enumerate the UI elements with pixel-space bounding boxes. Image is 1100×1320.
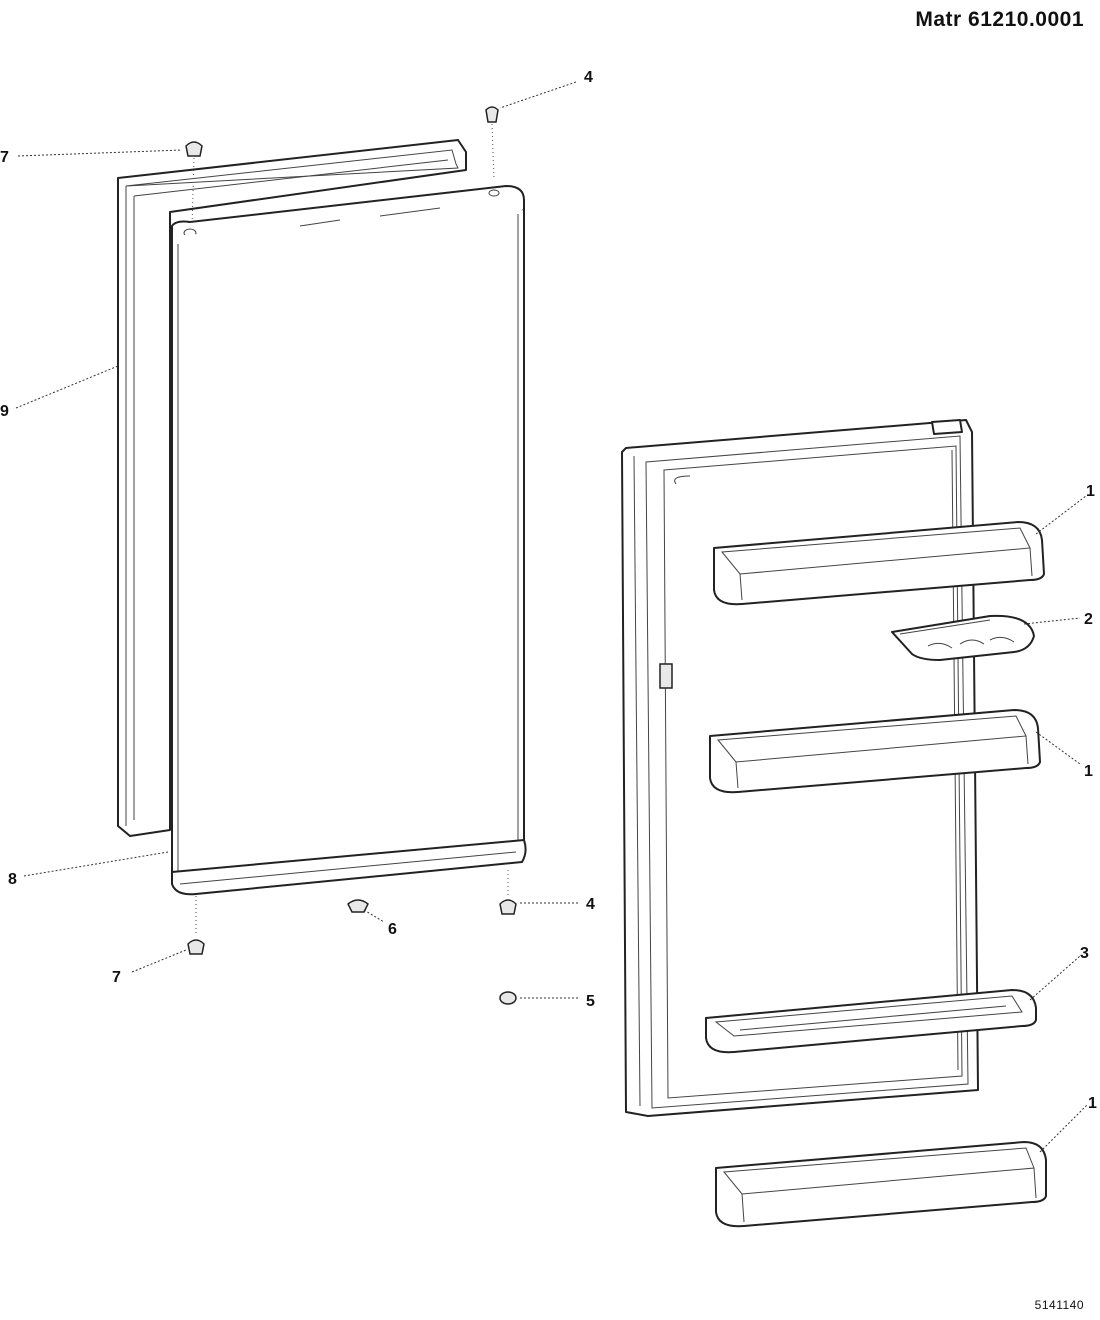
callout-door-gasket: 9 bbox=[0, 403, 9, 420]
hinge-bush bbox=[499, 991, 517, 1005]
hinge-pin-bottom-right bbox=[499, 870, 517, 915]
callout-hinge-pin-top-right: 4 bbox=[584, 69, 593, 86]
bottle-shelf bbox=[705, 989, 1037, 1054]
callout-outer-door-panel: 8 bbox=[8, 871, 17, 888]
callout-hinge-pin-bottom-right: 4 bbox=[586, 896, 595, 913]
door-shelf-middle bbox=[709, 709, 1041, 794]
door-shelf-upper bbox=[713, 521, 1045, 606]
callout-bottle-shelf: 3 bbox=[1080, 945, 1089, 962]
door-shelf-loose bbox=[715, 1141, 1047, 1228]
outer-door-panel bbox=[171, 185, 527, 896]
callout-door-shelf-loose: 1 bbox=[1088, 1095, 1097, 1112]
hinge-pin-top-left bbox=[185, 141, 203, 227]
egg-tray bbox=[891, 614, 1035, 661]
drawing-code: 5141140 bbox=[1034, 1298, 1084, 1312]
callout-door-shelf-middle: 1 bbox=[1084, 763, 1093, 780]
callout-door-stop: 6 bbox=[388, 921, 397, 938]
material-number: Matr 61210.0001 bbox=[915, 8, 1084, 31]
callout-hinge-pin-bottom-left: 7 bbox=[112, 969, 121, 986]
leader-lines bbox=[15, 81, 1089, 1153]
hinge-pin-bottom-left bbox=[187, 896, 205, 955]
callout-hinge-pin-top-left: 7 bbox=[0, 149, 9, 166]
callout-hinge-bush: 5 bbox=[586, 993, 595, 1010]
hinge-pin-top-right bbox=[485, 106, 499, 181]
callout-door-shelf-upper: 1 bbox=[1086, 483, 1095, 500]
callout-egg-tray: 2 bbox=[1084, 611, 1093, 628]
door-gasket bbox=[117, 139, 467, 837]
